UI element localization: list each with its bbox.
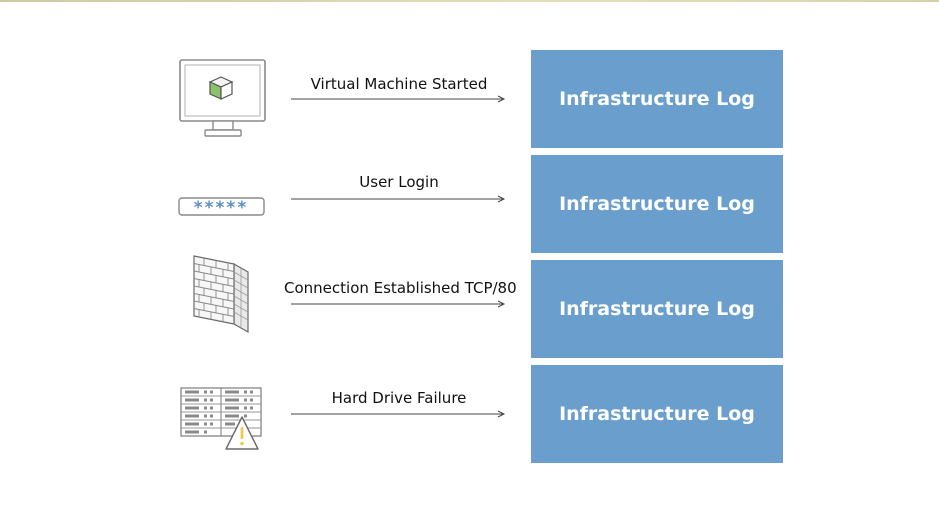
firewall-icon bbox=[193, 255, 249, 334]
log-row-hard-drive: Hard Drive Failure Infrastructure Log bbox=[0, 365, 939, 465]
log-row-virtual-machine: Virtual Machine Started Infrastructure L… bbox=[0, 50, 939, 150]
log-row-connection: Connection Established TCP/80 Infrastruc… bbox=[0, 255, 939, 360]
event-label: Connection Established TCP/80 bbox=[284, 279, 517, 297]
arrow-right bbox=[291, 410, 506, 418]
password-field-icon: ***** bbox=[178, 197, 265, 217]
arrow-right bbox=[291, 195, 506, 203]
event-label: Virtual Machine Started bbox=[310, 75, 488, 93]
log-row-user-login: ***** User Login Infrastructure Log bbox=[0, 155, 939, 255]
top-rule bbox=[0, 0, 939, 2]
infrastructure-log-box: Infrastructure Log bbox=[531, 260, 783, 358]
infrastructure-log-box: Infrastructure Log bbox=[531, 365, 783, 463]
event-label: Hard Drive Failure bbox=[331, 389, 467, 407]
server-rack-icon bbox=[180, 387, 262, 437]
infrastructure-log-box: Infrastructure Log bbox=[531, 155, 783, 253]
svg-text:*****: ***** bbox=[194, 198, 248, 217]
event-label: User Login bbox=[359, 173, 439, 191]
arrow-right bbox=[291, 300, 506, 308]
server-warning-icon bbox=[180, 387, 262, 450]
infrastructure-log-box: Infrastructure Log bbox=[531, 50, 783, 148]
cube-icon bbox=[208, 76, 234, 100]
arrow-right bbox=[291, 95, 506, 103]
monitor-icon bbox=[179, 59, 266, 137]
warning-triangle-icon bbox=[225, 416, 259, 450]
